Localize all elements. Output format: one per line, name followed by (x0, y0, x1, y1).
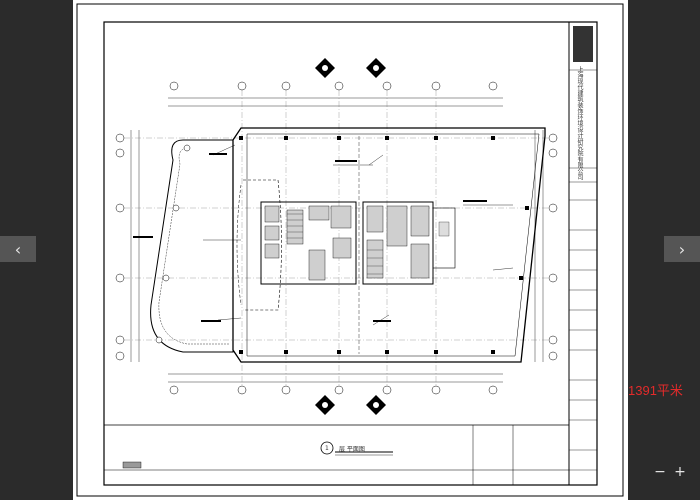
title-block-company: 上海现代建筑装饰环境设计研究院有限公司 (576, 66, 583, 180)
plan-number: 1 (325, 445, 329, 452)
minus-icon: − (654, 464, 666, 480)
floor-plan-sheet: 1 层 平面图 上海现代建筑装饰环境设计研究院有限公司 (73, 0, 628, 500)
next-image-button[interactable]: › (664, 236, 700, 262)
zoom-in-button[interactable]: + (672, 464, 688, 480)
zoom-out-button[interactable]: − (652, 464, 668, 480)
plus-icon: + (674, 464, 686, 480)
area-label: 1391平米 (628, 383, 683, 398)
chevron-left-icon: ‹ (14, 239, 22, 259)
floor-plan-drawing (76, 3, 624, 497)
plan-title: 层 平面图 (339, 446, 365, 453)
chevron-right-icon: › (678, 239, 686, 259)
prev-image-button[interactable]: ‹ (0, 236, 36, 262)
